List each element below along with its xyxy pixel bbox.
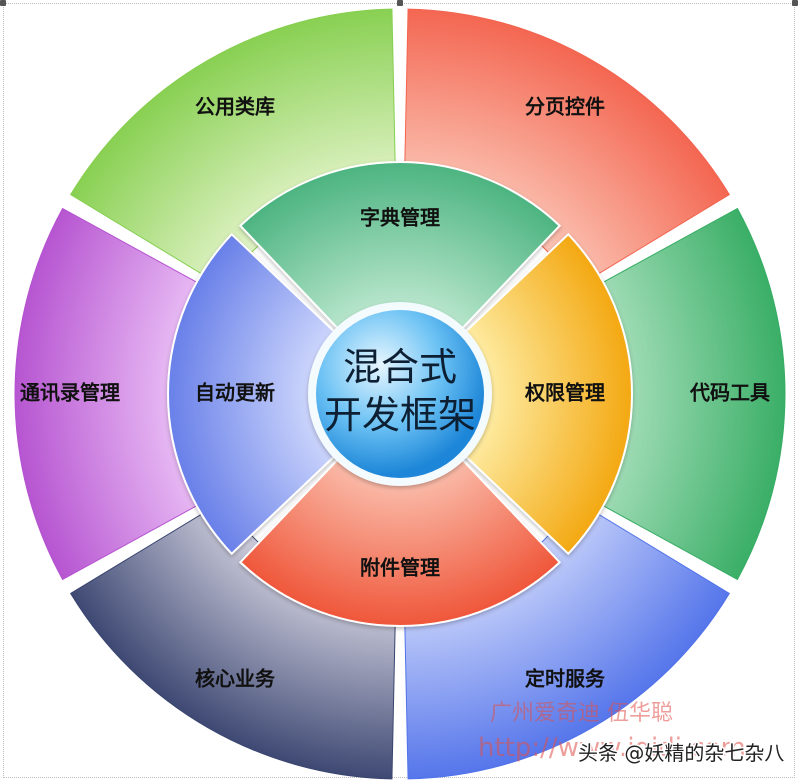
outer-segment-label: 公用类库 — [195, 95, 275, 119]
outer-segment-label: 定时服务 — [525, 666, 606, 690]
outer-segment-label: 通讯录管理 — [20, 381, 120, 405]
watermark: 广州爱奇迪 伍华聪 http://www.iqidi.com — [478, 701, 746, 763]
watermark-line2: http://www.iqidi.com — [478, 733, 746, 763]
inner-segment-label: 字典管理 — [360, 206, 440, 230]
credit-text: 头条 @妖精的杂七杂八 — [578, 741, 784, 765]
center-title-line2: 开发框架 — [324, 393, 476, 437]
resize-handle-top-center[interactable] — [397, 0, 403, 6]
outer-segment-label: 分页控件 — [525, 95, 605, 119]
resize-handle-top-left[interactable] — [0, 0, 6, 6]
outer-segment-label: 核心业务 — [195, 666, 276, 690]
outer-ring — [14, 8, 786, 780]
watermark-line1: 广州爱奇迪 伍华聪 — [490, 701, 673, 726]
center-hub[interactable]: 混合式 开发框架 — [308, 302, 492, 486]
inner-segment-label: 自动更新 — [195, 381, 275, 405]
resize-handle-top-right[interactable] — [792, 0, 798, 6]
inner-segment-label: 权限管理 — [524, 381, 605, 405]
inner-segment-label: 附件管理 — [360, 556, 440, 580]
outer-segment-label: 代码工具 — [689, 381, 770, 405]
center-title-line1: 混合式 — [343, 345, 457, 389]
center-hub-circle — [316, 310, 484, 478]
